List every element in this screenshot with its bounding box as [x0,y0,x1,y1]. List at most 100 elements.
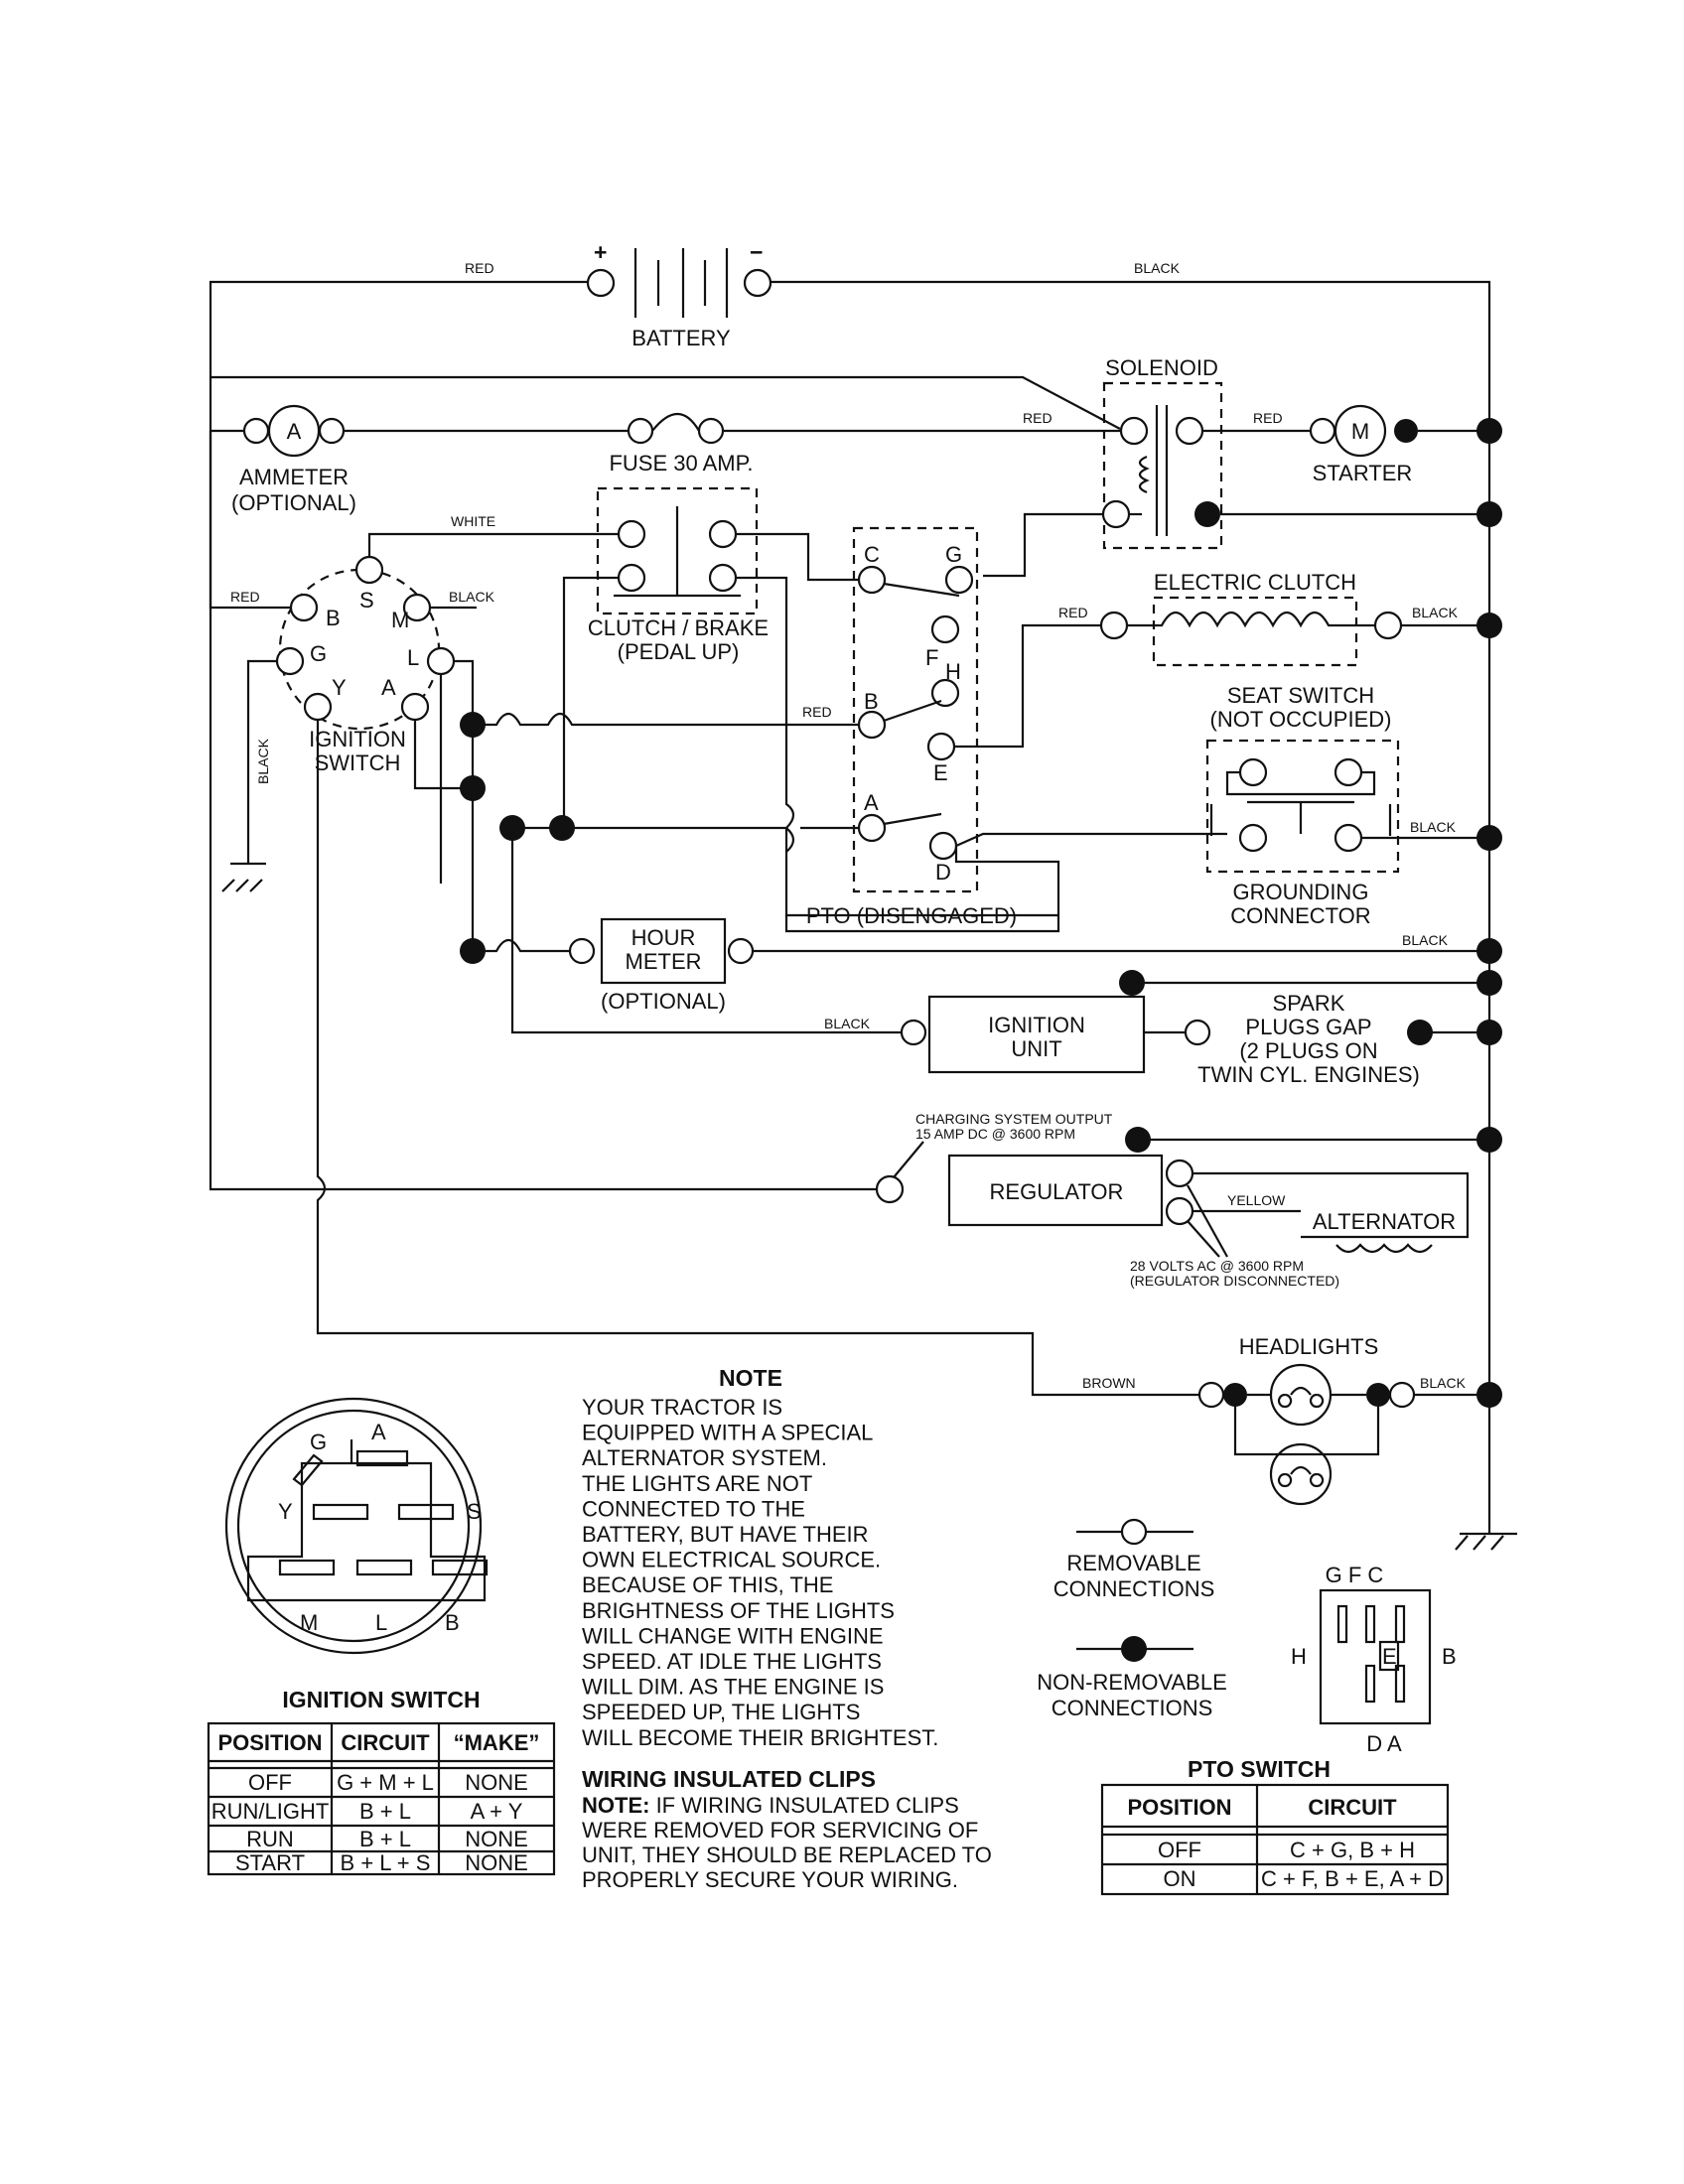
pto-terminal-b: B [864,689,879,714]
pto-terminal-g: G [945,542,962,567]
seat-switch-label: SEAT SWITCH [1227,683,1374,708]
note-line: BATTERY, BUT HAVE THEIR [582,1522,869,1547]
ignition-table-cell: NONE [465,1850,528,1875]
pto-table-cell: C + G, B + H [1290,1838,1415,1862]
alternator-label: ALTERNATOR [1313,1209,1456,1234]
pto-terminal-e: E [933,760,948,785]
clips-line-1-text: IF WIRING INSULATED CLIPS [649,1793,958,1818]
pto-face-e: E [1382,1644,1397,1669]
pto-label: PTO (DISENGAGED) [806,903,1017,928]
ignition-table-cell: A + Y [471,1799,523,1824]
ignition-terminal-y: Y [332,675,347,700]
ignition-table-cell: B + L [359,1799,411,1824]
pto-terminal-f: F [925,645,938,670]
pto-table-cell: OFF [1158,1838,1201,1862]
ignition-unit-label-2: UNIT [1011,1036,1061,1061]
clutch-brake-label: CLUTCH / BRAKE [588,615,769,640]
pto-table-header: POSITION [1127,1795,1231,1820]
legend: REMOVABLE CONNECTIONS NON-REMOVABLE CONN… [1037,1518,1227,1720]
charging-output-line-2: 15 AMP DC @ 3600 RPM [915,1126,1075,1142]
wire-brown: BROWN [1082,1375,1136,1391]
note-line: SPEEDED UP, THE LIGHTS [582,1700,860,1724]
clips-note-label: NOTE: [582,1793,649,1818]
wire-red-pto: RED [802,704,832,720]
hour-meter-label-1: HOUR [632,925,696,950]
note-line: EQUIPPED WITH A SPECIAL [582,1421,873,1445]
pto-terminal-d: D [935,860,951,885]
ammeter-label: AMMETER [239,465,349,489]
grounding-label-1: GROUNDING [1233,880,1369,904]
clutch-brake-switch: CLUTCH / BRAKE (PEDAL UP) [588,486,769,664]
ignition-terminal-m: M [391,608,409,632]
fuse-label: FUSE 30 AMP. [609,451,753,476]
starter-symbol: M [1351,419,1369,444]
fuse: FUSE 30 AMP. [609,413,754,476]
pto-terminal-a: A [864,790,879,815]
legend-removable-1: REMOVABLE [1066,1551,1200,1575]
hour-meter-optional: (OPTIONAL) [601,989,726,1014]
legend-nonremovable-2: CONNECTIONS [1052,1696,1213,1720]
regulator-label: REGULATOR [990,1179,1124,1204]
note-line: WILL CHANGE WITH ENGINE [582,1623,884,1648]
pto-face-h: H [1291,1644,1307,1669]
spark-plugs-line-2: PLUGS GAP [1245,1015,1371,1039]
wire-black-hour: BLACK [1402,932,1449,948]
legend-nonremovable-1: NON-REMOVABLE [1037,1670,1227,1695]
ignition-terminal-a: A [381,675,396,700]
seat-switch: SEAT SWITCH (NOT OCCUPIED) GROUNDING CON… [1205,683,1400,928]
ignition-switch: B S M G L Y A IGNITION SWITCH [275,555,456,775]
ammeter: A AMMETER (OPTIONAL) [210,404,356,515]
ignition-table-cell: B + L [359,1827,411,1851]
ignition-terminal-s: S [359,588,374,613]
ignition-table-header: “MAKE” [454,1730,540,1755]
ignition-terminal-g: G [310,641,327,666]
clips-title: WIRING INSULATED CLIPS [582,1766,876,1792]
solenoid: SOLENOID [1101,355,1223,550]
ignition-table-cell: NONE [465,1827,528,1851]
ignition-table-header: POSITION [217,1730,322,1755]
headlights: HEADLIGHTS BLACK [1197,1334,1502,1506]
ignition-terminal-b: B [326,606,341,630]
wire-red-starter: RED [1253,410,1283,426]
pto-face-top: G F C [1326,1563,1384,1587]
wire-black-ground: BLACK [255,738,271,784]
wire-black-ignition: BLACK [449,589,495,605]
starter: M STARTER [1309,404,1418,485]
wire-black-clutch: BLACK [1412,605,1459,620]
ignition-switch-title: IGNITION SWITCH [282,1687,480,1712]
alternator-ac-line-2: (REGULATOR DISCONNECTED) [1130,1273,1339,1289]
hour-meter-label-2: METER [626,949,702,974]
pto-switch-title: PTO SWITCH [1188,1756,1331,1782]
wire-red-clutch: RED [1058,605,1088,620]
ign-face-l: L [375,1610,387,1635]
wire-black-headlights: BLACK [1420,1375,1467,1391]
ign-face-m: M [300,1610,318,1635]
clips-line-1: NOTE: IF WIRING INSULATED CLIPS [582,1793,959,1818]
note-line: ALTERNATOR SYSTEM. [582,1445,827,1470]
ignition-unit-label-1: IGNITION [988,1013,1085,1037]
ignition-table-cell: START [235,1850,305,1875]
pto-face-bottom: D A [1366,1731,1402,1756]
wire-red-battery: RED [465,260,494,276]
battery-plus: + [594,239,607,265]
charging-output-line-1: CHARGING SYSTEM OUTPUT [915,1111,1113,1127]
pto-terminal-c: C [864,542,880,567]
clips-note: WIRING INSULATED CLIPS NOTE: IF WIRING I… [582,1766,992,1892]
legend-removable-2: CONNECTIONS [1053,1576,1215,1601]
note-line: BRIGHTNESS OF THE LIGHTS [582,1598,895,1623]
ignition-switch-label-2: SWITCH [315,751,401,775]
alternator-ac-line-1: 28 VOLTS AC @ 3600 RPM [1130,1258,1304,1274]
note-line: BECAUSE OF THIS, THE [582,1572,833,1597]
ignition-table-cell: RUN [246,1827,294,1851]
pto-table-cell: C + F, B + E, A + D [1261,1866,1444,1891]
wire-white: WHITE [451,513,495,529]
ignition-table-cell: OFF [248,1770,292,1795]
ammeter-optional: (OPTIONAL) [231,490,356,515]
spark-plugs: SPARK PLUGS GAP (2 PLUGS ON TWIN CYL. EN… [1197,991,1502,1087]
spark-plugs-line-3: (2 PLUGS ON [1239,1038,1377,1063]
battery-minus: − [750,239,763,265]
hour-meter: HOUR METER (OPTIONAL) [460,917,755,1014]
pto-table-cell: ON [1164,1866,1196,1891]
